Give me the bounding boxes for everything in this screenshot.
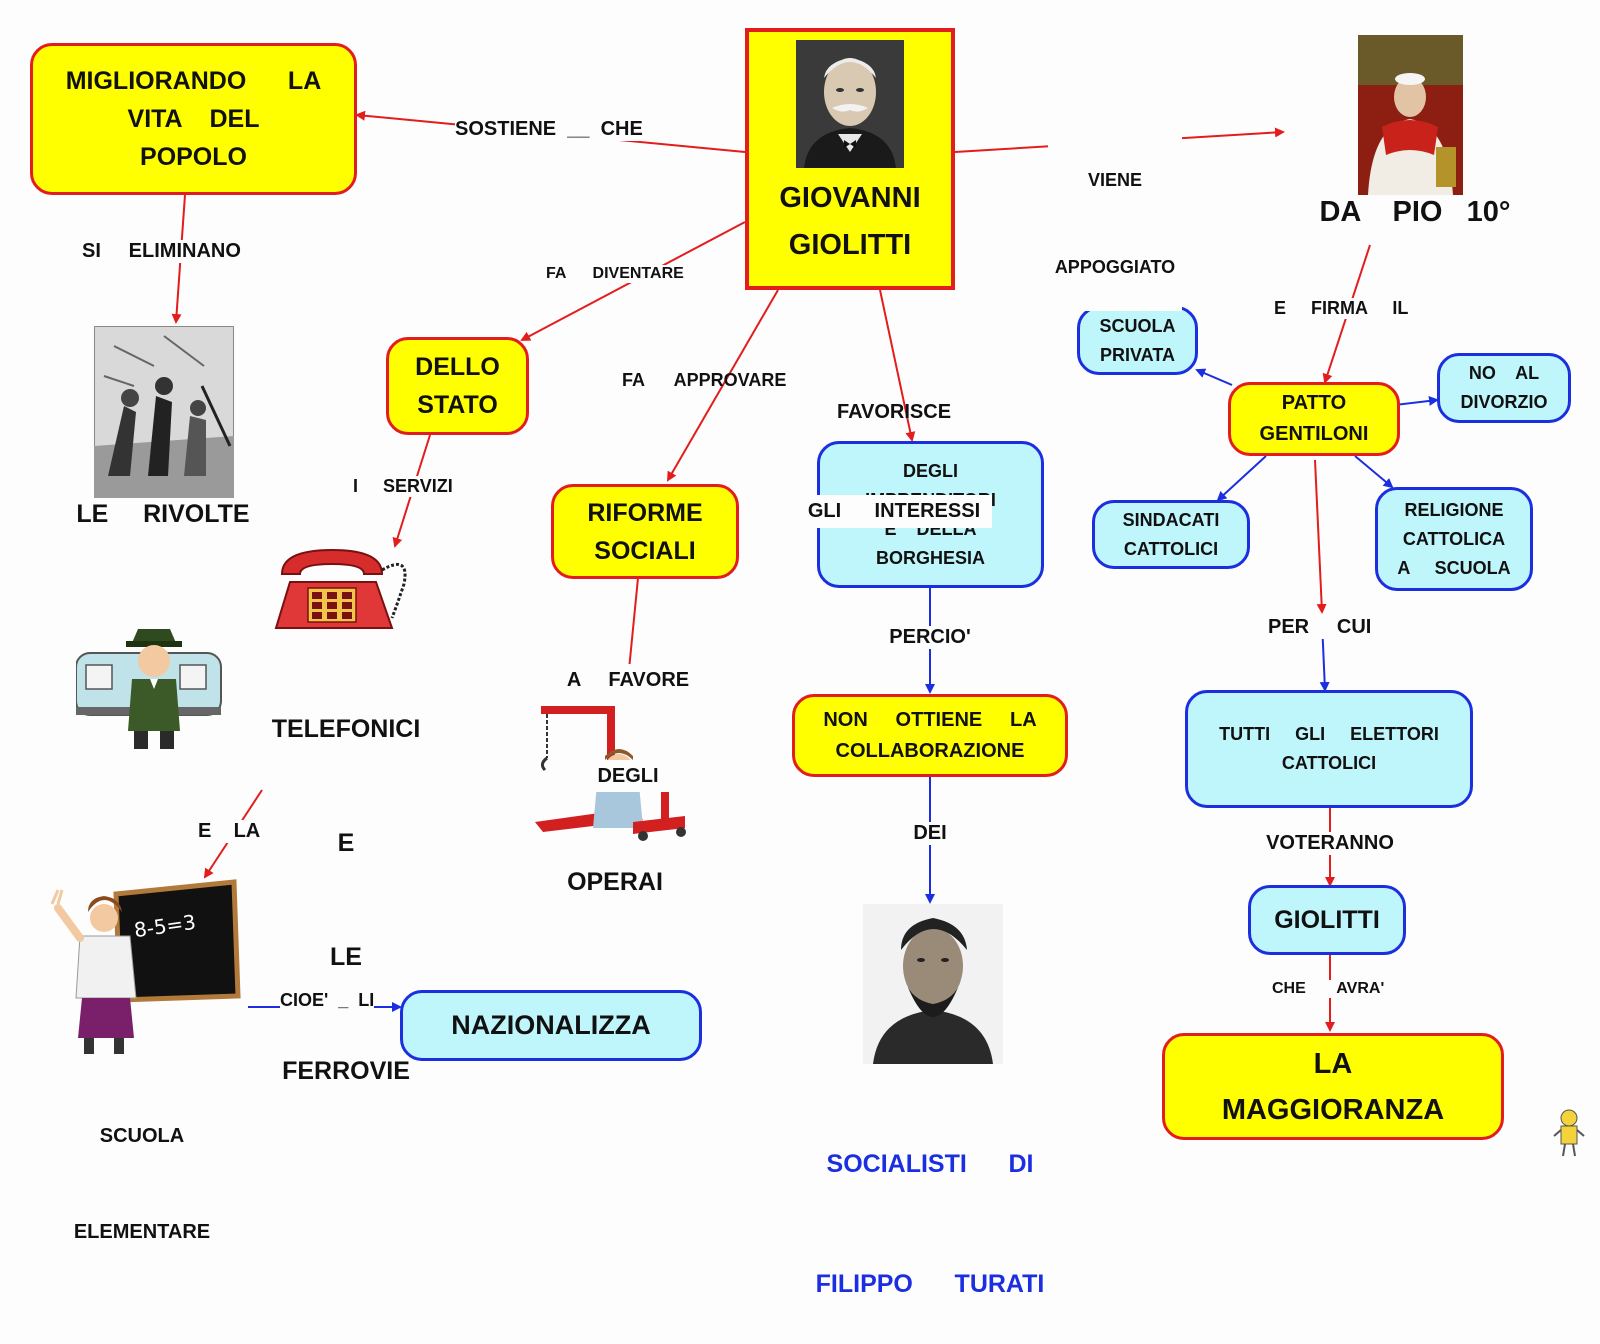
edge-label-a-favore: A FAVORE DEGLI: [553, 600, 703, 824]
node-riforme-l1: RIFORME: [587, 498, 703, 527]
node-imprenditori-l4: BORGHESIA: [875, 547, 985, 568]
edge-label-favorisce-l1: FAVORISCE: [836, 401, 952, 423]
node-patto-l2: GENTILONI: [1259, 423, 1369, 445]
edge-label-sostiene-che: SOSTIENE __ CHE: [455, 118, 643, 141]
pius-x-label: DA PIO 10°: [1319, 196, 1511, 228]
edge-label-dei: DEI: [900, 822, 960, 845]
node-maggioranza-l2: MAGGIORANZA: [1221, 1093, 1445, 1126]
label-telefonici-ferrovie: TELEFONICI E LE FERROVIE: [262, 634, 430, 1128]
node-riforme-l2: SOCIALI: [594, 536, 696, 565]
edge-label-e-firma-il: E FIRMA IL: [1274, 298, 1409, 319]
node-patto-l1: PATTO: [1281, 392, 1347, 414]
edge-label-cioe-li: CIOE' _ LI: [280, 990, 375, 1011]
node-religione-l1: RELIGIONE: [1404, 499, 1504, 520]
node-non-ottiene[interactable]: NON OTTIENE LA COLLABORAZIONE: [792, 694, 1068, 777]
giolitti-name-1: GIOVANNI: [779, 182, 921, 214]
node-religione-l3: A SCUOLA: [1397, 557, 1511, 578]
edge-label-per-cui: PER CUI: [1268, 616, 1372, 639]
edge-scuola-privata: [1195, 368, 1233, 386]
node-migliorando-l2: VITA DEL: [127, 105, 260, 133]
node-nazionalizza[interactable]: NAZIONALIZZA: [400, 990, 702, 1061]
node-no-divorzio[interactable]: NO AL DIVORZIO: [1437, 353, 1571, 423]
edge-label-fa-diventare: FA DIVENTARE: [546, 265, 684, 283]
label-telefonici-l2: E: [337, 829, 355, 857]
train-conductor-image: [76, 629, 222, 749]
edge-label-favorisce: FAVORISCE GLI INTERESSI: [796, 330, 992, 561]
node-nazionalizza-l1: NAZIONALIZZA: [451, 1010, 651, 1040]
node-scuola-privata-l2: PRIVATA: [1100, 344, 1175, 365]
node-giolitti-voted[interactable]: GIOLITTI: [1248, 885, 1406, 955]
edge-label-che-avra: CHE AVRA': [1272, 980, 1385, 998]
node-migliorando-l3: POPOLO: [140, 143, 247, 171]
label-telefonici-l1: TELEFONICI: [271, 715, 421, 743]
label-le-rivolte: LE RIVOLTE: [76, 500, 250, 528]
label-socialisti-turati: SOCIALISTI DI FILIPPO TURATI: [800, 1064, 1060, 1344]
riot-engraving-image: [94, 326, 234, 498]
node-maggioranza[interactable]: LA MAGGIORANZA: [1162, 1033, 1504, 1140]
edge-label-a-favore-l1: A FAVORE: [553, 664, 703, 696]
node-religione[interactable]: RELIGIONE CATTOLICA A SCUOLA: [1375, 487, 1533, 591]
node-dello-stato-l2: STATO: [417, 391, 498, 419]
node-religione-l2: CATTOLICA: [1402, 528, 1506, 549]
edge-label-viene-appoggiato: VIENE APPOGGIATO: [1048, 108, 1182, 311]
edge-label-favorisce-l2: GLI INTERESSI: [796, 495, 992, 528]
node-elettori[interactable]: TUTTI GLI ELETTORI CATTOLICI: [1185, 690, 1473, 808]
telephone-icon: [274, 548, 407, 629]
node-scuola-privata[interactable]: SCUOLA PRIVATA: [1077, 306, 1198, 375]
node-dello-stato[interactable]: DELLO STATO: [386, 337, 529, 435]
node-elettori-l1: TUTTI GLI ELETTORI: [1219, 724, 1439, 744]
giolitti-name-2: GIOLITTI: [788, 229, 912, 261]
edge-label-a-favore-l2: DEGLI: [553, 760, 703, 792]
turati-portrait: [863, 904, 1003, 1064]
label-scuola-elementare: SCUOLA ELEMENTARE: [58, 1056, 226, 1280]
edge-sindacati: [1216, 455, 1267, 502]
edge-fa-approvare: [666, 289, 779, 482]
node-sindacati-l1: SINDACATI: [1122, 509, 1220, 530]
label-socialisti-l2: FILIPPO TURATI: [815, 1270, 1045, 1298]
node-non-ottiene-l2: COLLABORAZIONE: [835, 739, 1025, 762]
edge-label-si-eliminano: SI ELIMINANO: [82, 240, 241, 263]
node-maggioranza-l1: LA: [1313, 1047, 1353, 1080]
edge-label-viene: VIENE: [1087, 170, 1143, 190]
node-patto-gentiloni[interactable]: PATTO GENTILONI: [1228, 382, 1400, 456]
node-migliorando-l1: MIGLIORANDO LA: [65, 67, 322, 95]
edge-per-cui: [1314, 459, 1327, 614]
node-imprenditori-l1: DEGLI: [902, 460, 958, 481]
pius-x-portrait: [1358, 35, 1463, 195]
node-non-ottiene-l1: NON OTTIENE LA: [823, 708, 1037, 731]
label-scuola-l1: SCUOLA: [99, 1125, 185, 1147]
node-riforme-sociali[interactable]: RIFORME SOCIALI: [551, 484, 739, 579]
teacher-blackboard-image: 8-5=3: [50, 879, 241, 1054]
edge-label-e-la: E LA: [198, 820, 261, 843]
edge-religione: [1354, 455, 1394, 489]
giolitti-central-node[interactable]: GIOVANNI GIOLITTI: [745, 28, 955, 290]
label-telefonici-l4: FERROVIE: [282, 1057, 410, 1085]
label-socialisti-l1: SOCIALISTI DI: [826, 1150, 1034, 1178]
node-scuola-privata-l1: SCUOLA: [1099, 315, 1176, 336]
label-telefonici-l3: LE: [330, 943, 362, 971]
node-dello-stato-l1: DELLO: [415, 353, 500, 381]
node-elettori-l2: CATTOLICI: [1281, 753, 1377, 773]
mascot-icon: [1553, 1109, 1585, 1157]
node-sindacati[interactable]: SINDACATI CATTOLICI: [1092, 500, 1250, 569]
edge-label-appoggiato: APPOGGIATO: [1054, 257, 1176, 277]
edge-label-voteranno: VOTERANNO: [1260, 832, 1400, 855]
node-no-divorzio-l2: DIVORZIO: [1460, 392, 1548, 412]
label-scuola-l2: ELEMENTARE: [73, 1221, 211, 1243]
giolitti-portrait: [796, 40, 904, 168]
node-sindacati-l2: CATTOLICI: [1123, 538, 1219, 559]
label-operai: OPERAI: [567, 868, 663, 896]
edge-label-fa-approvare: FA APPROVARE: [622, 370, 787, 390]
edge-label-percio: PERCIO': [880, 626, 980, 649]
node-no-divorzio-l1: NO AL: [1468, 363, 1540, 383]
node-giolitti-voted-l1: GIOLITTI: [1274, 905, 1380, 934]
edge-label-i-servizi: I SERVIZI: [353, 476, 453, 497]
edge-favorisce: [879, 289, 916, 442]
edge-no-divorzio: [1394, 395, 1439, 406]
node-migliorando[interactable]: MIGLIORANDO LA VITA DEL POPOLO: [30, 43, 357, 195]
